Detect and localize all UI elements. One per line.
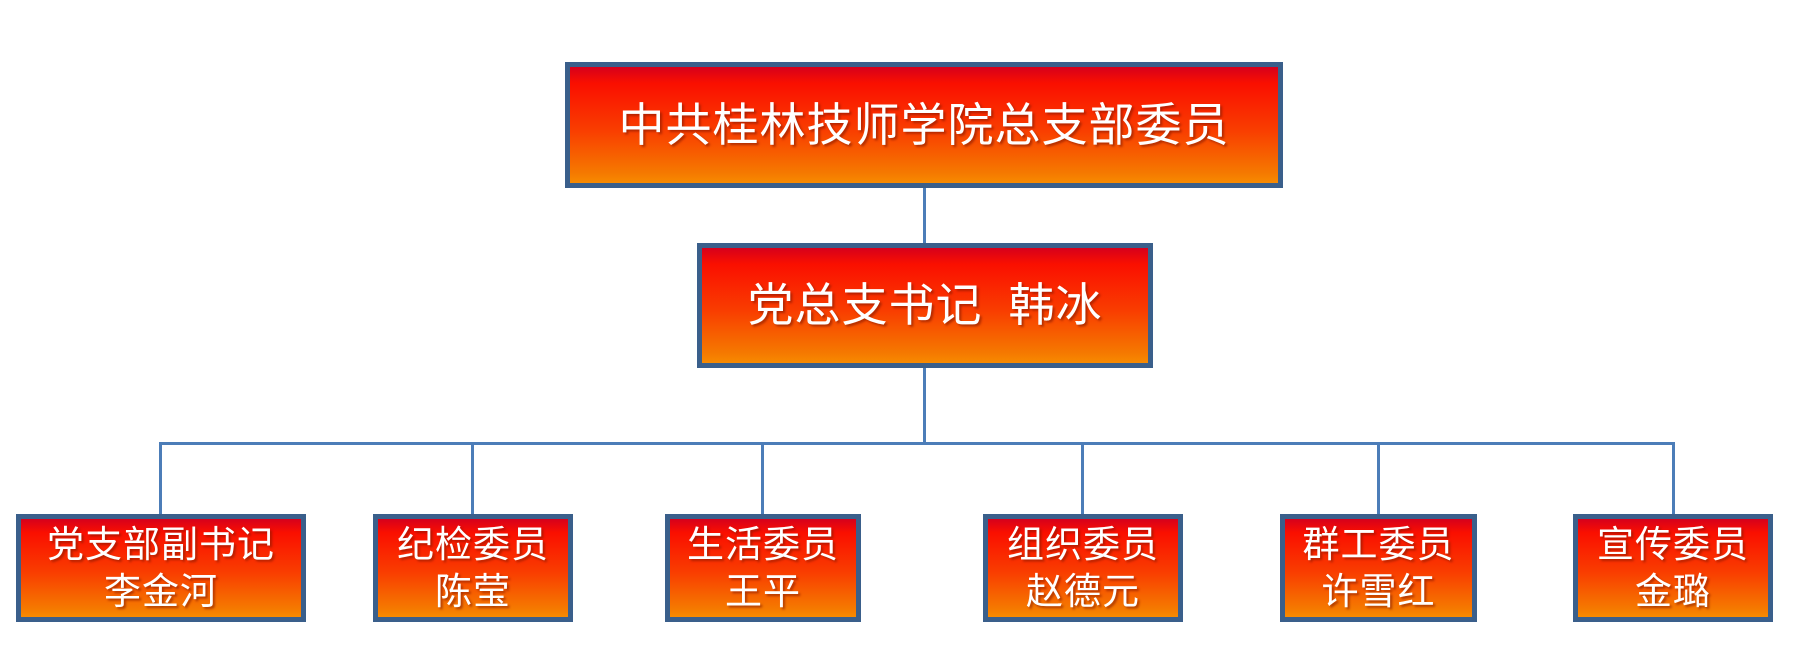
org-box-member-deputy-secretary: 党支部副书记 李金河 [16,514,306,622]
connector-root-to-secretary [923,188,926,243]
secretary-role: 党总支书记 [747,278,983,333]
member-role: 生活委员 [687,522,839,566]
connector-rail [159,442,1674,445]
secretary-name: 韩冰 [1008,278,1103,333]
connector-drop-5 [1377,442,1380,514]
connector-drop-1 [159,442,162,514]
org-box-committee: 中共桂林技师学院总支部委员 [565,62,1283,188]
committee-label: 中共桂林技师学院总支部委员 [618,97,1230,152]
org-box-member-life: 生活委员 王平 [665,514,861,622]
member-name: 李金河 [104,570,218,613]
member-name: 许雪红 [1321,570,1436,613]
member-name: 王平 [725,570,801,613]
org-box-member-discipline: 纪检委员 陈莹 [373,514,573,622]
member-role: 群工委员 [1302,522,1455,566]
connector-secretary-to-rail [923,368,926,442]
member-name: 金璐 [1635,570,1711,613]
member-role: 党支部副书记 [47,522,275,566]
member-name: 陈莹 [435,570,511,613]
org-box-member-mass-work: 群工委员 许雪红 [1280,514,1477,622]
connector-drop-3 [761,442,764,514]
connector-drop-2 [471,442,474,514]
member-name: 赵德元 [1026,570,1140,613]
connector-drop-6 [1672,442,1675,514]
connector-drop-4 [1081,442,1084,514]
org-box-member-organization: 组织委员 赵德元 [983,514,1183,622]
member-role: 组织委员 [1007,522,1159,566]
org-box-secretary: 党总支书记 韩冰 [697,243,1153,368]
org-box-member-propaganda: 宣传委员 金璐 [1573,514,1773,622]
member-role: 宣传委员 [1597,522,1749,566]
member-role: 纪检委员 [397,522,549,566]
secretary-label: 党总支书记 韩冰 [748,276,1103,335]
